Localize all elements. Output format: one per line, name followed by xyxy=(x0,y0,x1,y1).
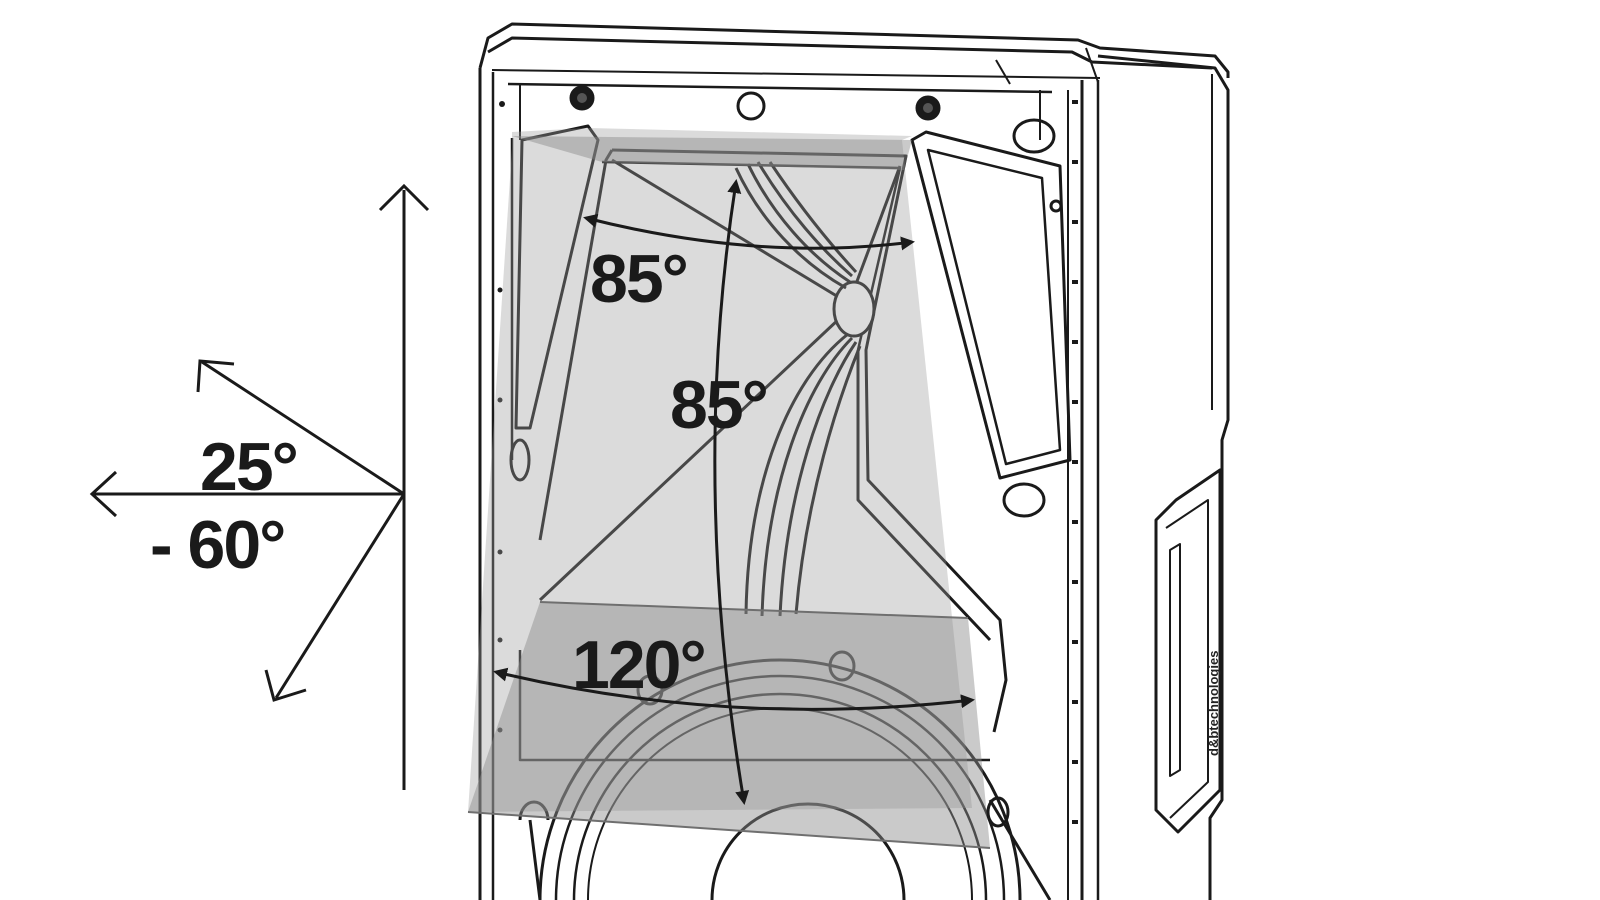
speaker-cabinet xyxy=(478,22,1230,900)
tilt-indicator xyxy=(89,183,430,790)
mount-ring-upper xyxy=(1012,118,1056,154)
coverage-lower-band xyxy=(468,602,990,848)
label-upper-horizontal-85: 85° xyxy=(590,241,687,317)
coverage-upper-volume xyxy=(468,128,972,812)
cabinet-side-panel xyxy=(1097,54,1230,900)
horn-right-wing xyxy=(910,130,1072,480)
cabinet-top-cap-inner xyxy=(487,36,1213,70)
vertical-arc-85 xyxy=(713,179,750,805)
cabinet-top-cap xyxy=(478,22,1230,78)
label-tilt-down: - 60° xyxy=(150,507,284,583)
cabinet-top-bevel xyxy=(491,69,1101,79)
tilt-down-arrow xyxy=(274,493,406,699)
right-rail-dots xyxy=(1072,100,1078,824)
rail-dots xyxy=(497,101,505,733)
angle-labels: 25° - 60° 85° 85° 120° xyxy=(150,241,769,703)
angle-arcs xyxy=(493,179,975,805)
mount-ring-lower xyxy=(1002,482,1046,518)
horizontal-arc-85 xyxy=(583,213,915,251)
horn-left-wing xyxy=(514,124,600,430)
compression-driver xyxy=(832,280,876,338)
brand-label: d&btechnologies xyxy=(1206,651,1221,756)
rigging-point-center xyxy=(736,91,766,121)
tilt-up-arrow xyxy=(201,360,405,496)
coverage-horn-band xyxy=(512,136,912,170)
horn-mouth xyxy=(611,148,1008,733)
label-lower-horizontal-120: 120° xyxy=(572,627,705,703)
horizontal-arc-120 xyxy=(493,667,975,711)
label-vertical-85: 85° xyxy=(670,367,767,443)
side-plate xyxy=(1154,468,1222,834)
woofer-dustcap xyxy=(710,802,906,900)
label-tilt-up: 25° xyxy=(200,429,297,505)
